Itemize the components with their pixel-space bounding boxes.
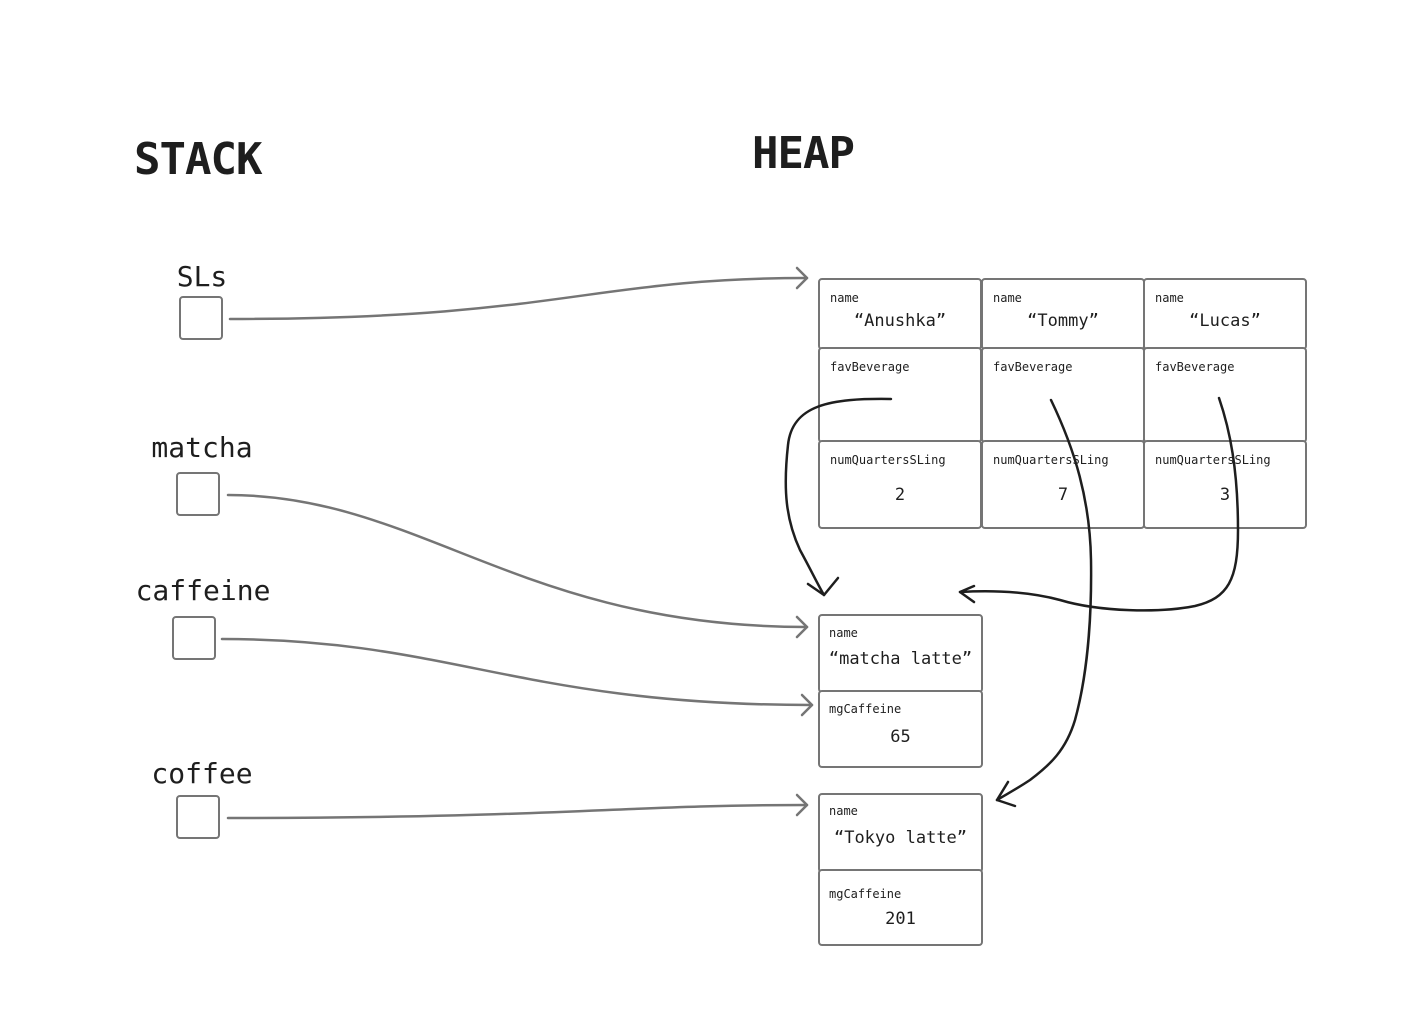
stack-var-matcha-box (176, 472, 220, 516)
field-value: 65 (890, 727, 911, 747)
field-value: 2 (894, 485, 906, 505)
person-2-name-cell: name “Lucas” (1143, 278, 1307, 350)
stack-var-coffee-box (176, 795, 220, 839)
arrowhead (795, 266, 809, 290)
drink-0-mgcaffeine-cell: mgCaffeine 65 (818, 690, 983, 768)
field-label: favBeverage (830, 360, 910, 374)
field-label: name (1155, 291, 1184, 305)
field-value: 201 (885, 909, 916, 929)
field-label: favBeverage (993, 360, 1073, 374)
drink-1-name-cell: name “Tokyo latte” (818, 793, 983, 873)
field-value: 3 (1219, 485, 1231, 505)
field-label: numQuartersSLing (1155, 453, 1271, 467)
field-value: “Tommy” (1027, 311, 1099, 331)
field-label: numQuartersSLing (993, 453, 1109, 467)
field-value: “Lucas” (1189, 311, 1261, 331)
person-2-favbeverage-cell: favBeverage (1143, 347, 1307, 443)
person-1-numquarters-cell: numQuartersSLing 7 (981, 440, 1145, 529)
field-value: “Anushka” (853, 311, 947, 331)
arrowhead (995, 780, 1017, 808)
field-label: mgCaffeine (829, 887, 902, 901)
stack-heading: STACK (134, 134, 262, 185)
arrow-sls-to-people-array (228, 276, 809, 321)
person-1-favbeverage-cell: favBeverage (981, 347, 1145, 443)
drink-0-name-cell: name “matcha latte” (818, 614, 983, 693)
arrow-coffee-to-tokyo-latte (226, 803, 809, 820)
field-label: name (830, 291, 859, 305)
field-value: 7 (1057, 485, 1069, 505)
arrowhead (795, 615, 809, 639)
arrowhead (958, 584, 976, 604)
person-2-numquarters-cell: numQuartersSLing 3 (1143, 440, 1307, 529)
stack-var-sls-box (179, 296, 223, 340)
person-0-name-cell: name “Anushka” (818, 278, 982, 350)
stack-var-caffeine-label: caffeine (135, 574, 271, 607)
field-value: “Tokyo latte” (833, 828, 968, 848)
stack-var-sls-label: SLs (176, 260, 228, 293)
person-1-name-cell: name “Tommy” (981, 278, 1145, 350)
arrowhead (806, 576, 840, 597)
arrow-caffeine-to-matcha-latte (220, 637, 814, 707)
field-label: favBeverage (1155, 360, 1235, 374)
arrow-matcha-to-matcha-latte (226, 493, 809, 629)
field-label: numQuartersSLing (830, 453, 946, 467)
field-label: name (829, 804, 858, 818)
arrowhead (795, 793, 809, 817)
person-0-favbeverage-cell: favBeverage (818, 347, 982, 443)
field-label: name (829, 626, 858, 640)
stack-var-coffee-label: coffee (151, 757, 253, 790)
stack-var-matcha-label: matcha (151, 431, 253, 464)
stack-var-caffeine-box (172, 616, 216, 660)
person-0-numquarters-cell: numQuartersSLing 2 (818, 440, 982, 529)
field-label: name (993, 291, 1022, 305)
field-value: “matcha latte” (828, 649, 973, 669)
field-label: mgCaffeine (829, 702, 902, 716)
arrowhead (800, 693, 814, 717)
heap-heading: HEAP (752, 128, 855, 179)
drink-1-mgcaffeine-cell: mgCaffeine 201 (818, 869, 983, 946)
